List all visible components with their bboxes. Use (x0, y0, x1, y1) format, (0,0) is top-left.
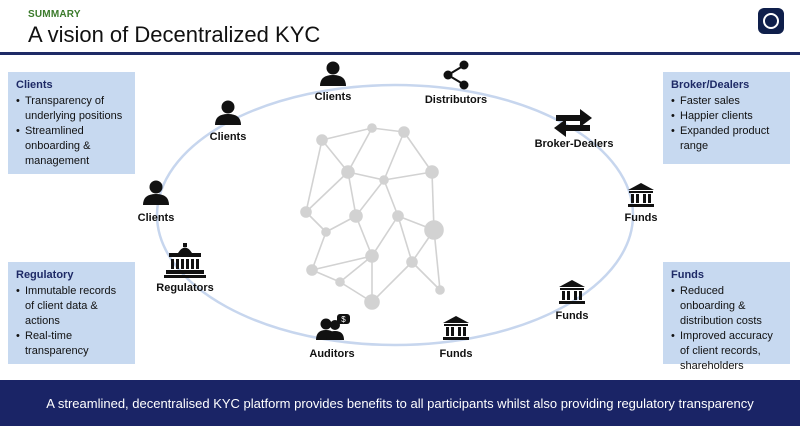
header-divider (0, 52, 800, 55)
node-label-auditors: Auditors (309, 348, 355, 360)
person-icon (215, 100, 241, 125)
share-icon (443, 60, 469, 90)
node-label-clients-mid: Clients (209, 131, 247, 143)
benefits-list: Reduced onboarding & distribution costs … (671, 284, 782, 374)
bank-icon (559, 280, 585, 304)
participant-ring (155, 83, 635, 347)
bank-icon (443, 316, 469, 340)
node-label-clients-top: Clients (314, 91, 352, 103)
node-label-funds-lower-right: Funds (555, 310, 589, 322)
benefit-item: Transparency of underlying positions (16, 94, 127, 124)
regulatory-benefits-box: Regulatory Immutable records of client d… (8, 262, 135, 364)
benefit-item: Immutable records of client data & actio… (16, 284, 127, 329)
svg-text:$: $ (341, 315, 346, 324)
benefit-item: Reduced onboarding & distribution costs (671, 284, 782, 329)
benefits-list: Faster sales Happier clients Expanded pr… (671, 94, 782, 154)
bank-icon (628, 183, 654, 207)
box-title: Funds (671, 269, 704, 281)
box-title: Broker/Dealers (671, 79, 750, 91)
node-label-regulators: Regulators (156, 282, 214, 294)
person-icon (143, 180, 169, 205)
box-title: Regulatory (16, 269, 74, 281)
benefits-list: Transparency of underlying positions Str… (16, 94, 127, 169)
node-label-distributors: Distributors (424, 94, 488, 106)
benefit-item: Streamlined onboarding & management (16, 124, 127, 169)
benefit-item: Expanded product range (671, 124, 782, 154)
section-kicker: SUMMARY (28, 9, 81, 20)
funds-benefits-box: Funds Reduced onboarding & distribution … (663, 262, 790, 372)
benefit-item: Happier clients (671, 109, 782, 124)
node-label-broker-dealers: Broker-Dealers (534, 138, 614, 150)
page-title: A vision of Decentralized KYC (28, 22, 321, 47)
footer-banner: A streamlined, decentralised KYC platfor… (0, 380, 800, 426)
benefit-item: Real-time transparency (16, 329, 127, 359)
person-icon (320, 61, 346, 86)
exchange-arrows-icon (554, 109, 592, 137)
government-building-icon (164, 243, 206, 278)
broker-dealers-benefits-box: Broker/Dealers Faster sales Happier clie… (663, 72, 790, 164)
auditors-icon: $ (316, 314, 350, 340)
node-label-funds-bottom: Funds (439, 348, 473, 360)
box-title: Clients (16, 79, 53, 91)
clients-benefits-box: Clients Transparency of underlying posit… (8, 72, 135, 174)
brand-logo-icon (758, 8, 784, 34)
network-graph-icon (300, 123, 445, 310)
footer-text: A streamlined, decentralised KYC platfor… (46, 395, 754, 411)
benefit-item: Faster sales (671, 94, 782, 109)
benefit-item: Improved accuracy of client records, sha… (671, 329, 782, 374)
benefits-list: Immutable records of client data & actio… (16, 284, 127, 359)
node-label-clients-left: Clients (137, 212, 175, 224)
node-label-funds-right: Funds (624, 212, 658, 224)
